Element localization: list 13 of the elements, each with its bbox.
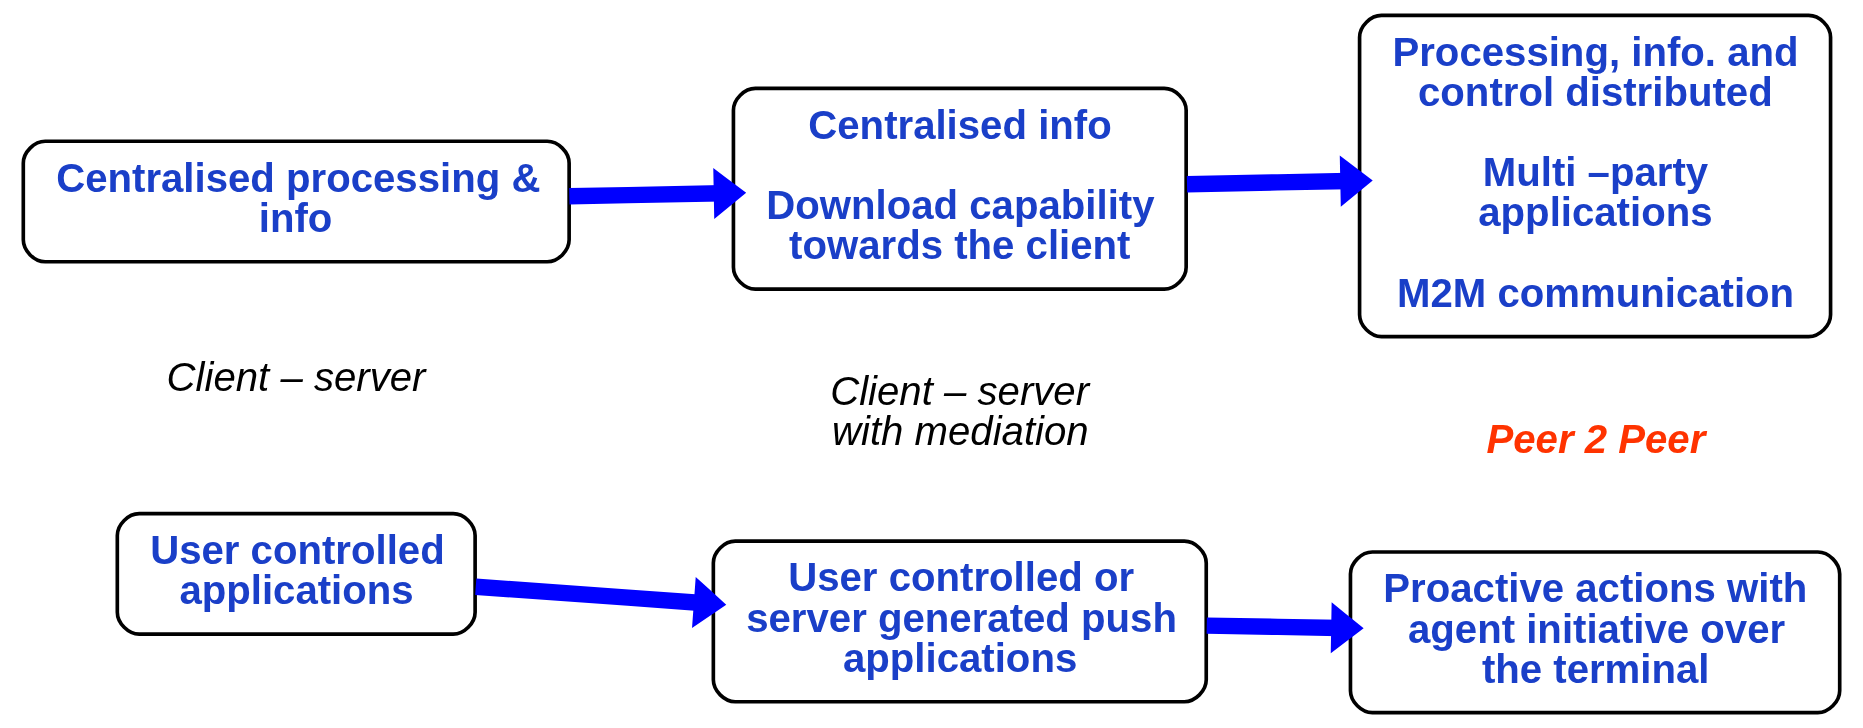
node-box: Proactive actions with agent initiative over the terminal [1348,550,1842,715]
node-box: User controlled applications [115,511,477,636]
node-label: Peer 2 Peer [1486,416,1706,462]
arrow [1206,602,1364,654]
node-box: Centralised processing & info [21,139,571,264]
node-box: User controlled or server generated push applications [711,539,1209,704]
arrow [1186,155,1373,207]
node-label: Client – server [166,354,426,400]
arrow [569,167,747,220]
node-box: Centralised info Download capability towards the client [731,86,1188,291]
arrow [475,576,727,628]
node-label: Client – server with mediation [830,369,1090,455]
node-box: Processing, info. and control distributed Multi –party applications M2M communication [1357,13,1833,339]
